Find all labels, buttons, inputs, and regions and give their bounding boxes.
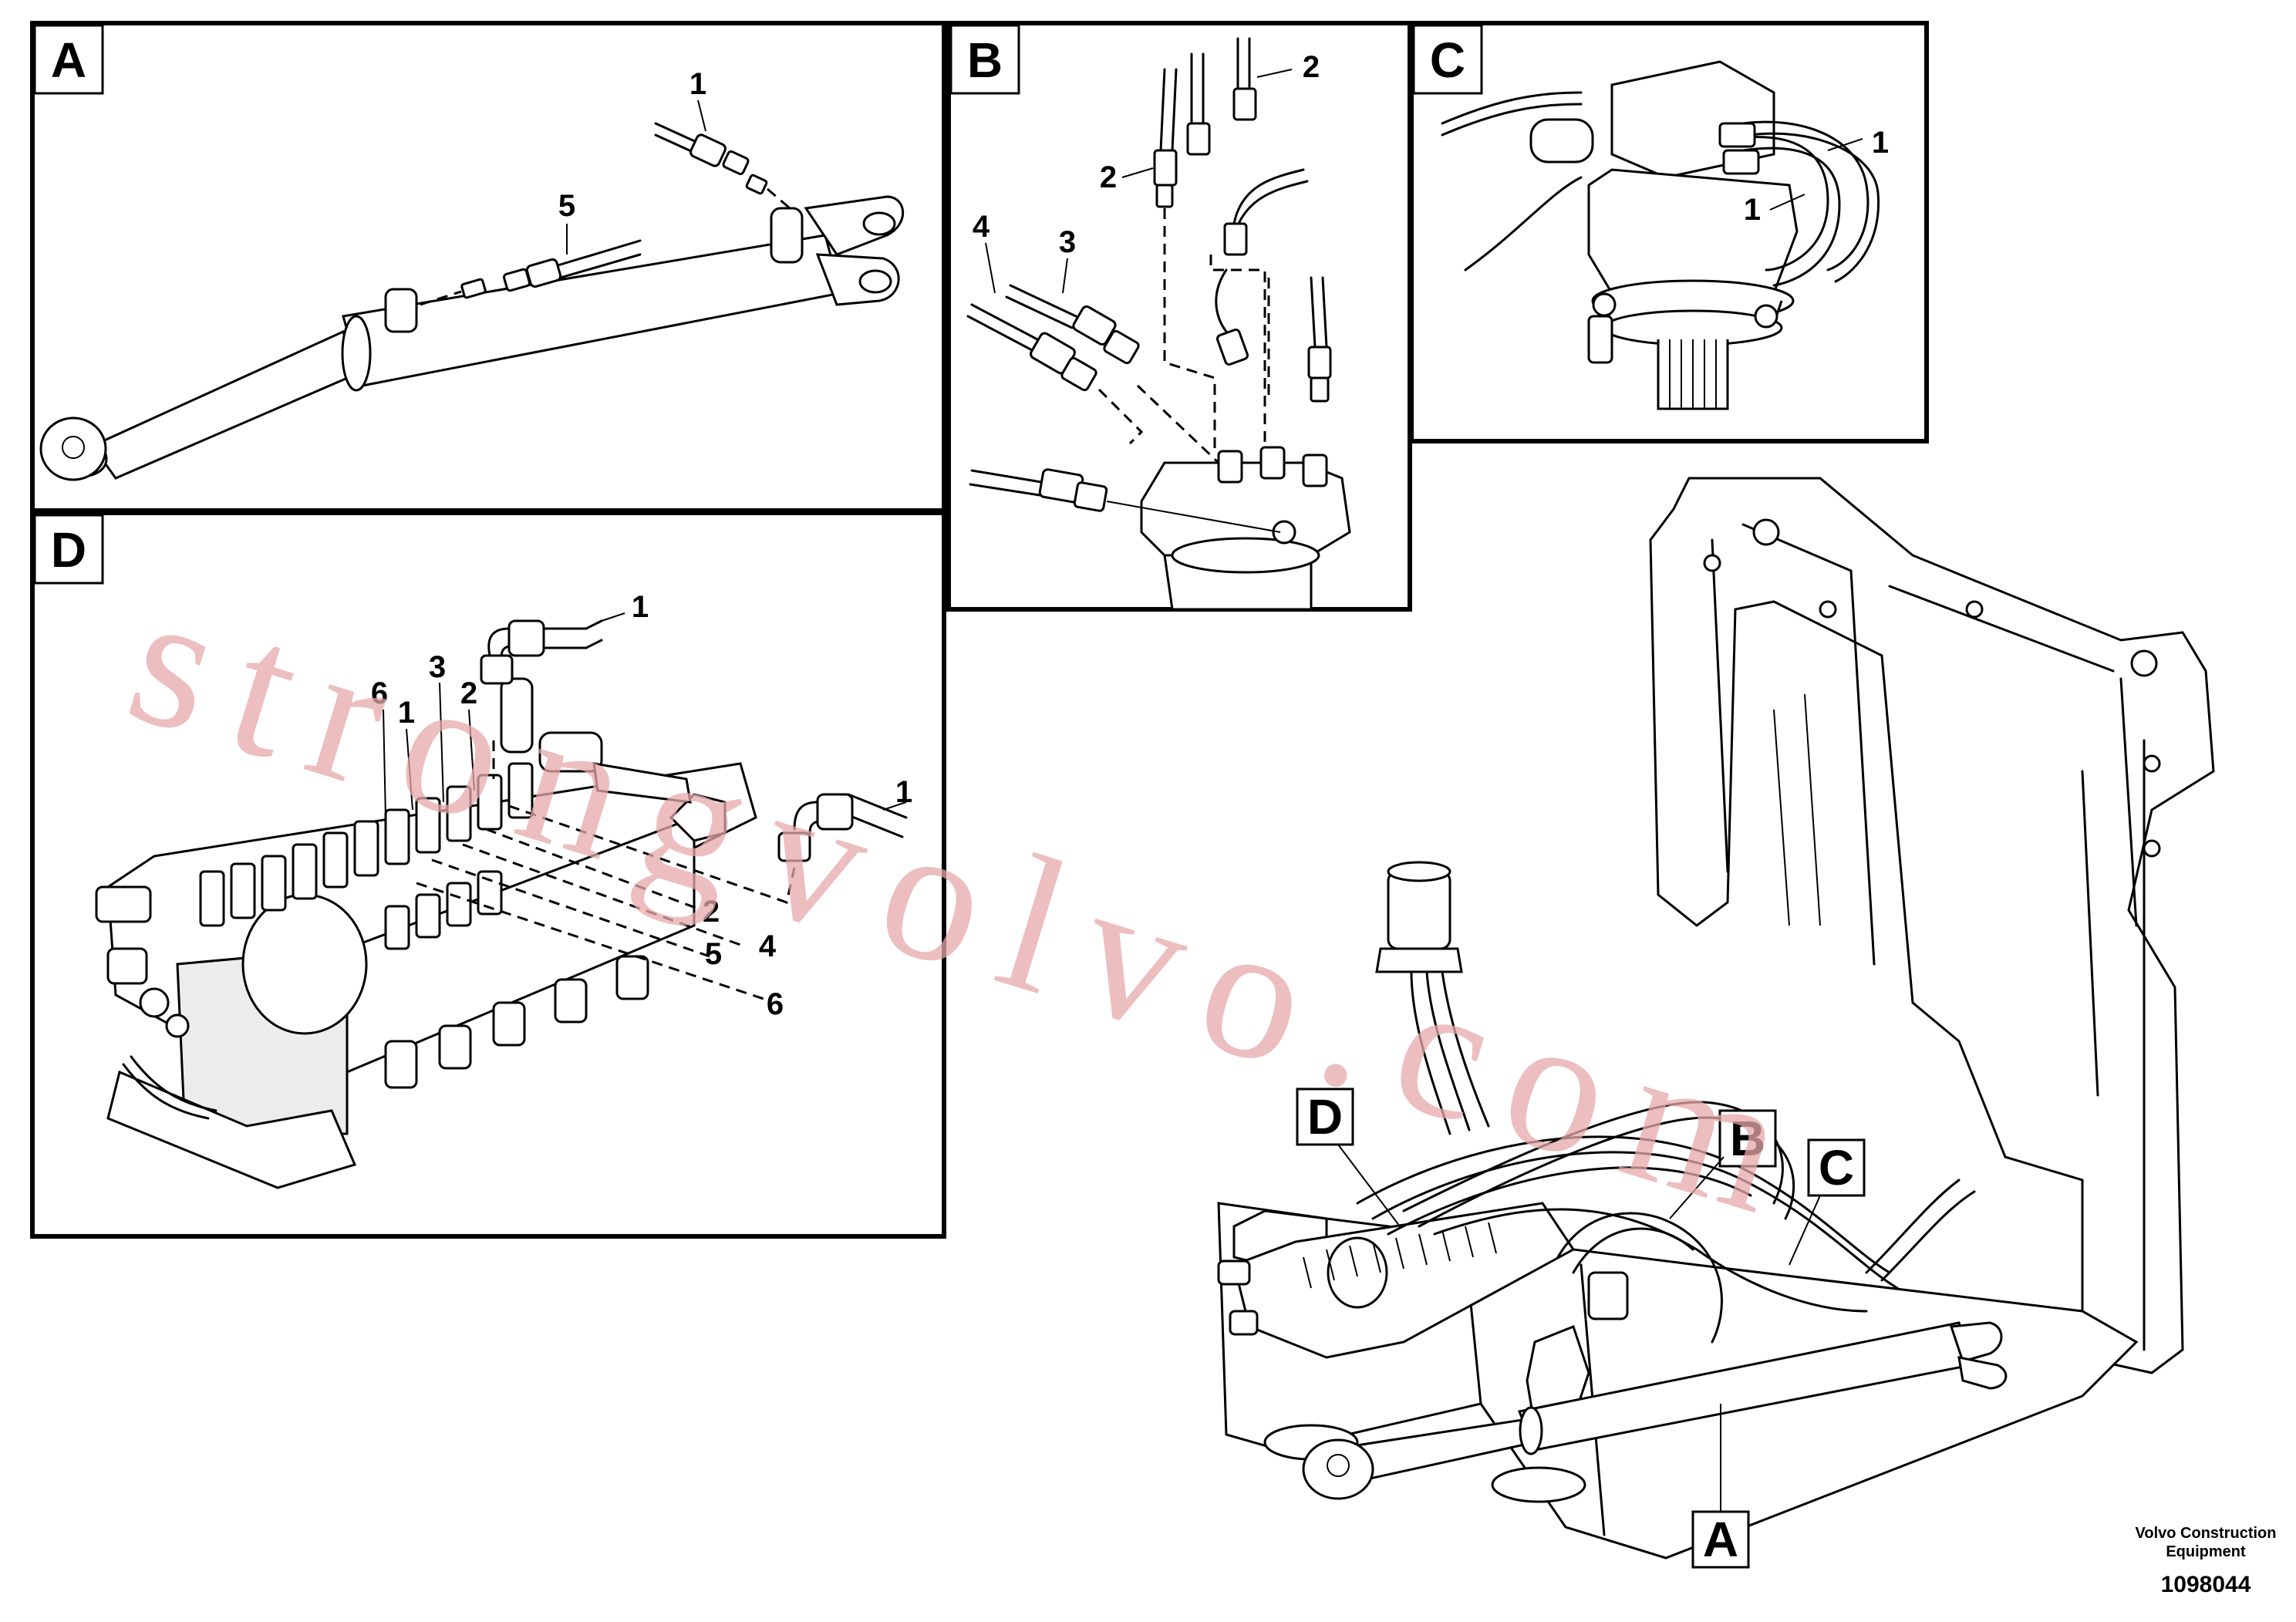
panel-d-callouts: 1 6 3 1 2 1 2 4 5 6 [371, 590, 912, 1021]
callout-b-2a: 2 [1303, 50, 1320, 84]
callout-d-2-right: 2 [703, 895, 720, 929]
swivel-valve-body [1140, 446, 1351, 611]
footer: Volvo Construction Equipment 1098044 [2136, 1525, 2277, 1597]
callout-c-1a: 1 [1872, 126, 1889, 160]
valve-spool-ports [199, 762, 534, 950]
main-swivel-unit [1375, 861, 1490, 1135]
panel-b-hoses [966, 37, 1332, 512]
panel-a-label: A [51, 32, 86, 88]
manufacturer-line-1: Volvo Construction [2136, 1525, 2277, 1542]
panel-d-hoses [480, 619, 908, 862]
panel-b-label: B [967, 32, 1003, 88]
panel-d-label: D [51, 522, 86, 578]
main-view-labels: D B C A [1296, 1088, 1866, 1569]
callout-d-4: 4 [759, 929, 777, 963]
callout-d-1-right: 1 [895, 775, 912, 809]
main-control-valve [1217, 1202, 1576, 1359]
main-hose-bundle [1356, 1101, 1976, 1344]
main-hydraulic-cylinder [1302, 1321, 2008, 1500]
swivel-motor [1529, 60, 1799, 410]
main-label-d: D [1307, 1089, 1343, 1145]
panel-c: C 1 1 [1409, 21, 1929, 443]
panel-b-leaders [1097, 208, 1281, 533]
callout-d-1-mid: 1 [398, 696, 415, 730]
callout-a-5: 5 [558, 189, 575, 223]
panel-c-label: C [1430, 32, 1465, 88]
panel-d-leaders [416, 740, 796, 1000]
document-number: 1098044 [2161, 1572, 2251, 1597]
pipe-5 [420, 239, 642, 306]
main-label-c: C [1819, 1140, 1854, 1195]
callout-b-2b: 2 [1100, 160, 1117, 194]
panel-a: A [30, 21, 946, 513]
panel-c-callouts: 1 1 [1744, 126, 1889, 227]
manufacturer-line-2: Equipment [2166, 1543, 2246, 1560]
callout-d-5: 5 [705, 937, 722, 971]
callout-d-2-top: 2 [460, 676, 477, 710]
callout-d-6-right: 6 [767, 987, 784, 1021]
callout-d-6: 6 [371, 676, 388, 710]
panel-c-hoses [1441, 91, 1880, 287]
main-label-a: A [1703, 1512, 1738, 1567]
callout-b-4: 4 [973, 210, 990, 244]
hose-1 [654, 122, 795, 214]
callout-c-1b: 1 [1744, 193, 1761, 227]
callout-a-1: 1 [689, 67, 706, 101]
hydraulic-cylinder [39, 195, 905, 481]
callout-d-3: 3 [429, 650, 446, 684]
callout-d-1-top: 1 [632, 590, 649, 624]
main-assembly-view: D B C A [1217, 477, 2215, 1569]
main-label-b: B [1730, 1111, 1765, 1166]
panel-a-callouts: 1 5 [558, 67, 706, 255]
panel-d: D [30, 511, 946, 1239]
panel-b-callouts: 2 2 4 3 [973, 50, 1320, 294]
panel-b: B [946, 21, 1412, 612]
callout-b-3: 3 [1059, 225, 1076, 259]
